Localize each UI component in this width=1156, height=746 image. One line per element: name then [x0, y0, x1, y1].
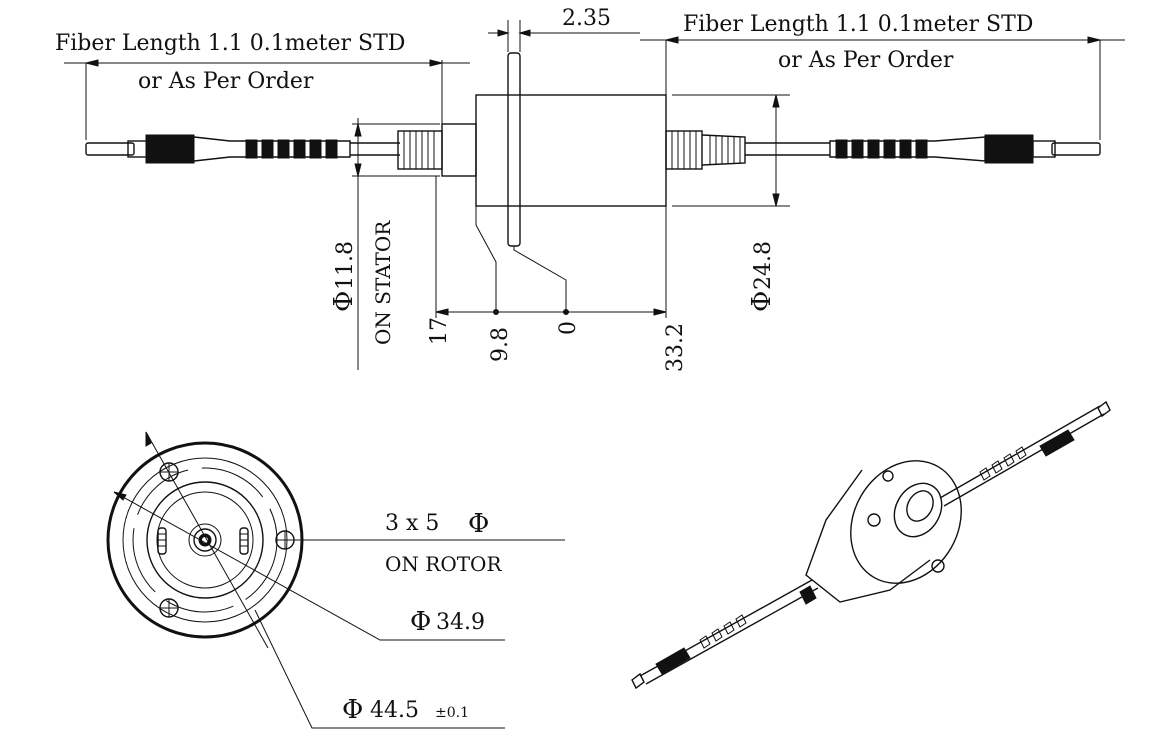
dimension-fiber-left: Fiber Length 1.1 0.1meter STD or As Per … [55, 31, 470, 140]
bolt-circle-label: 34.9 [436, 610, 485, 635]
slip-ring-body [475, 94, 667, 207]
front-view: 3 x 5 Φ ON ROTOR Φ 34.9 Φ 44.5 ±0.1 [106, 431, 565, 729]
brush-terminals [157, 527, 249, 555]
stator-diameter-symbol: Φ [329, 291, 359, 312]
left-boot-segments [245, 139, 338, 159]
stator-note: ON STATOR [371, 220, 395, 345]
holes-label: 3 x 5 [385, 511, 439, 536]
fiber-length-right-label: Fiber Length 1.1 0.1meter STD [683, 12, 1033, 37]
position-9-8-label: 9.8 [488, 327, 513, 362]
right-fiber-connector [665, 130, 1101, 170]
iso-left-boot [699, 614, 747, 649]
body-diameter-label: 24.8 [751, 241, 776, 290]
dimension-fiber-right: Fiber Length 1.1 0.1meter STD or As Per … [640, 12, 1125, 140]
body-outline [146, 481, 264, 599]
dimension-body-diameter: Φ 24.8 [672, 94, 790, 312]
position-0-label: 0 [556, 321, 581, 335]
holes-note: ON ROTOR [385, 552, 502, 576]
isometric-view [631, 400, 1111, 690]
stator-diameter-label: 11.8 [333, 241, 358, 290]
dimension-flange-thickness: 2.35 [488, 6, 640, 52]
left-fiber-connector [85, 134, 400, 164]
position-dimensions: 17 9.8 0 33.2 [427, 176, 688, 372]
flange-diameter-symbol: Φ [342, 695, 363, 725]
flange-thickness-label: 2.35 [562, 6, 611, 31]
holes-diameter-symbol: Φ [468, 509, 489, 539]
stator-shaft [397, 123, 477, 177]
position-17-label: 17 [427, 317, 452, 345]
flange [507, 52, 521, 247]
fiber-length-left-sub: or As Per Order [138, 69, 314, 94]
flange-diameter-label: 44.5 [370, 698, 419, 723]
bolt-circle-symbol: Φ [410, 607, 431, 637]
right-boot-segments [835, 139, 928, 159]
fiber-length-right-sub: or As Per Order [778, 48, 954, 73]
dimension-stator-diameter: Φ 11.8 ON STATOR [329, 118, 440, 370]
position-33-2-label: 33.2 [663, 323, 688, 372]
fiber-length-left-label: Fiber Length 1.1 0.1meter STD [55, 31, 405, 56]
iso-flange [850, 460, 962, 584]
side-view: Fiber Length 1.1 0.1meter STD or As Per … [55, 6, 1125, 372]
iso-right-boot [979, 446, 1027, 481]
flange-tolerance-label: ±0.1 [435, 705, 469, 721]
body-diameter-symbol: Φ [747, 291, 777, 312]
